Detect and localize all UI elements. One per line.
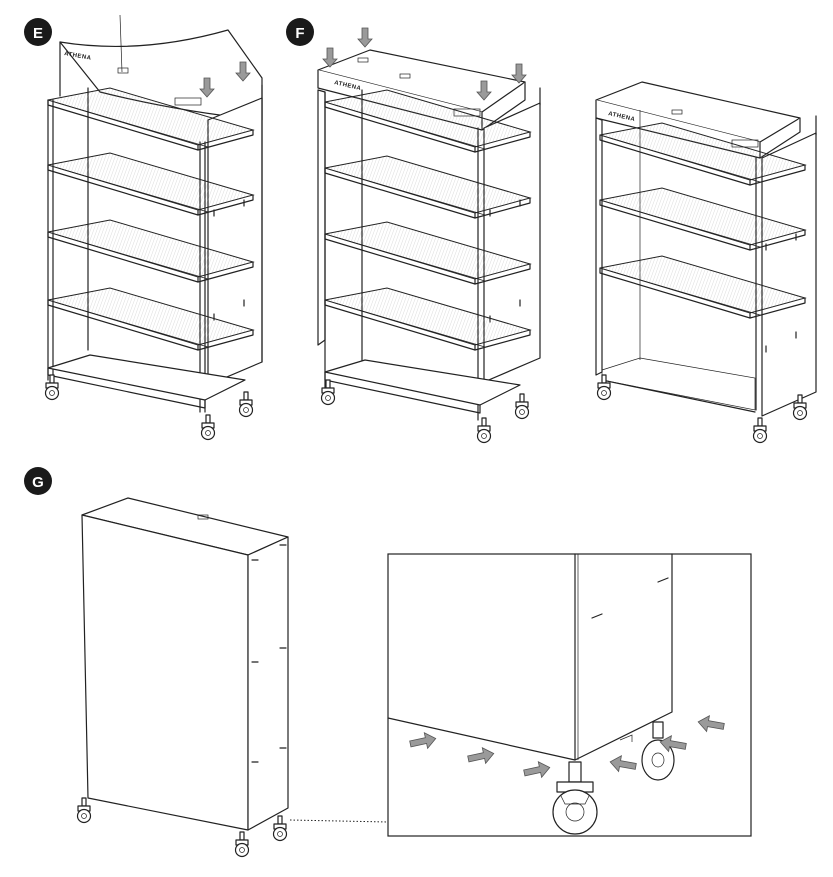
down-arrow-icon [357,27,373,48]
svg-text:ATHENA: ATHENA [64,51,92,62]
detail-leader-line [289,819,389,823]
detail-inset [387,553,752,837]
svg-text:E: E [33,25,43,42]
shelving-unit-f: ATHENA [317,27,541,444]
step-e: E ATHENA [24,14,263,441]
shelving-unit-f-result: ATHENA [595,81,817,444]
enclosed-cabinet [76,497,289,858]
svg-text:G: G [32,474,44,491]
step-f-badge: F [286,18,314,46]
step-e-badge: E [24,18,52,46]
svg-text:F: F [295,25,304,42]
step-f: F ATHENA [286,18,541,444]
step-g: G [24,467,752,858]
step-g-badge: G [24,467,52,495]
shelving-unit-e: ATHENA [44,14,263,441]
